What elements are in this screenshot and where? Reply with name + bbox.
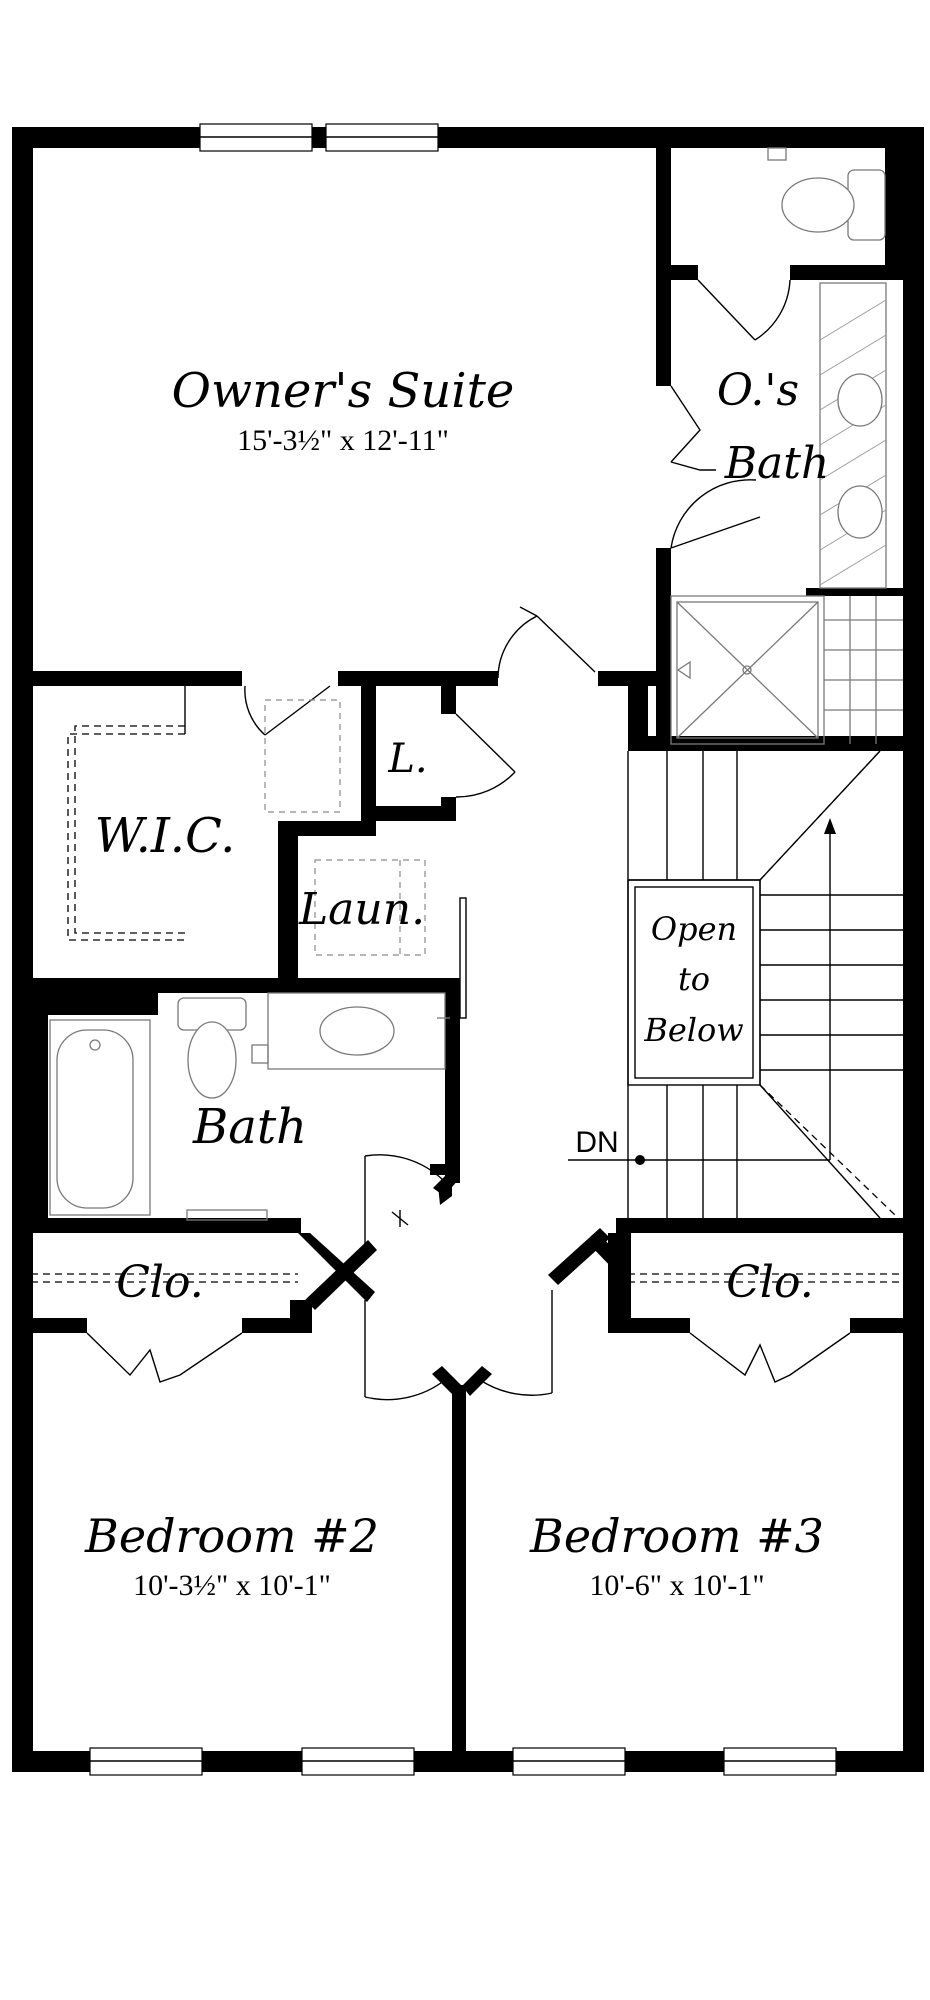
vanity-hatch — [819, 299, 887, 586]
bedroom3-dims: 10'-6" x 10'-1" — [589, 1569, 764, 1602]
interior-walls — [31, 146, 905, 1772]
closet-left-name: Clo. — [116, 1257, 203, 1308]
open-to-below-line3: Below — [643, 1011, 743, 1049]
laundry-name: Laun. — [298, 884, 425, 935]
wic-name: W.I.C. — [95, 808, 236, 864]
stairs — [568, 750, 905, 1219]
windows — [89, 123, 837, 1776]
owners-suite-dims: 15'-3½" x 12'-11" — [237, 424, 449, 457]
bedroom3-name: Bedroom #3 — [529, 1509, 824, 1563]
bedroom2-name: Bedroom #2 — [84, 1509, 379, 1563]
owners-bath-name-line1: O.'s — [717, 365, 799, 416]
closet-shelving — [31, 686, 905, 1283]
closet-right-name: Clo. — [726, 1257, 813, 1308]
linen-name: L. — [387, 736, 427, 782]
owners-bath-name-line2: Bath — [724, 438, 830, 489]
doors — [86, 279, 851, 1401]
bath-name: Bath — [192, 1099, 307, 1155]
open-to-below-line2: to — [678, 960, 710, 998]
angled-walls — [290, 1164, 628, 1396]
bedroom2-dims: 10'-3½" x 10'-1" — [133, 1569, 331, 1602]
stairs-down-label: DN — [575, 1126, 618, 1159]
room-labels: Owner's Suite 15'-3½" x 12'-11" O.'s Bat… — [84, 363, 829, 1602]
hall-bath-fixtures — [49, 992, 450, 1221]
owners-suite-name: Owner's Suite — [172, 363, 515, 419]
owners-bath-fixtures — [670, 147, 903, 745]
open-to-below-line1: Open — [651, 910, 737, 948]
